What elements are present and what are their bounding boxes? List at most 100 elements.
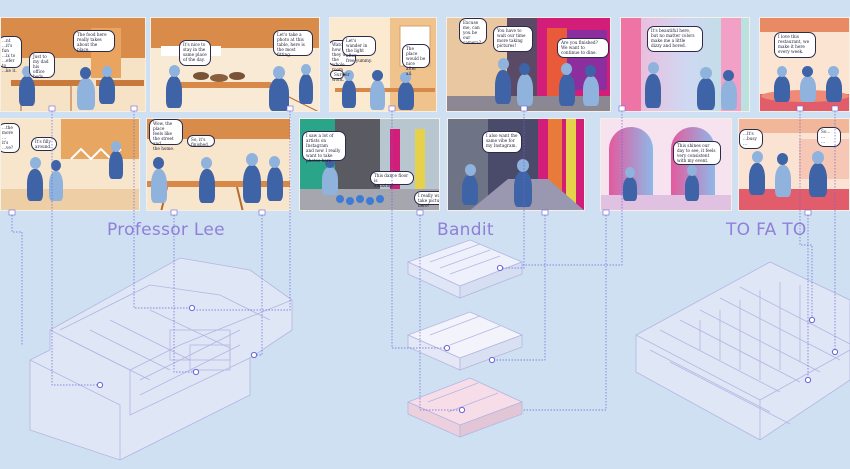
marker-dot	[96, 381, 104, 389]
speech-bubble: ...nt ...it's fun ...ix to ...efer to ..…	[1, 36, 22, 73]
person-head	[723, 70, 734, 81]
person-head	[828, 66, 839, 77]
comic-panel-6: I love this restaurant, we make it here …	[759, 17, 850, 112]
panel-tag	[602, 209, 610, 216]
person-figure	[775, 165, 791, 197]
marker-dot	[496, 264, 504, 272]
comic-panel-8: Wow, the place feels like the street and…	[146, 118, 291, 211]
speech-bubble: It's nice to stay in the same place of t…	[179, 40, 211, 66]
person-head	[465, 164, 476, 176]
person-figure	[800, 76, 816, 102]
speech-bubble: I love this restaurant, we make it here …	[774, 32, 816, 58]
person-head	[269, 156, 280, 168]
panel-tag	[388, 105, 396, 112]
axon-professor-lee	[29, 257, 293, 461]
person-figure	[49, 171, 63, 201]
panel-tag	[48, 105, 56, 112]
marker-dot	[188, 304, 196, 312]
person-head	[648, 62, 659, 74]
site-title-professor-lee: Professor Lee	[107, 220, 225, 240]
comic-panel-10: I also want the same vibe for my Instagr…	[447, 118, 585, 211]
panel-tag	[258, 209, 266, 216]
person-head	[372, 70, 383, 81]
axon-bandit	[406, 239, 524, 438]
person-head	[517, 159, 529, 172]
marker-dot	[443, 344, 451, 352]
speech-bubble: Are you finished? We want to continue to…	[557, 38, 609, 58]
person-figure	[269, 78, 289, 111]
person-head	[273, 66, 285, 79]
leader-markers	[96, 264, 839, 414]
comic-panel-5: It's beautiful here, but no matter color…	[620, 17, 750, 112]
speech-bubble: Sure!	[330, 70, 346, 79]
person-head	[585, 65, 596, 77]
person-figure	[721, 80, 737, 110]
marker-dot	[488, 356, 496, 364]
person-head	[777, 153, 788, 165]
person-figure	[199, 169, 215, 203]
marker-dot	[808, 316, 816, 324]
person-head	[344, 70, 354, 81]
person-figure	[514, 171, 532, 207]
speech-bubble: You have to wait our time more taking pi…	[493, 26, 533, 52]
person-head	[30, 157, 41, 169]
person-figure	[645, 74, 661, 108]
panel-tags	[8, 105, 839, 216]
panel-tag	[170, 209, 178, 216]
person-head	[246, 153, 258, 166]
person-figure	[99, 76, 115, 104]
person-figure	[243, 165, 261, 203]
person-figure	[166, 76, 182, 108]
speech-bubble: ...the more ... it's ...ve?	[1, 123, 20, 153]
speech-bubble: It's filly around.	[31, 137, 57, 151]
person-head	[561, 63, 572, 75]
person-figure	[749, 163, 765, 195]
person-head	[325, 157, 335, 168]
person-head	[777, 66, 787, 77]
person-head	[802, 66, 813, 77]
speech-bubble: Let's take a photo at this table, here i…	[273, 30, 313, 57]
person-figure	[826, 76, 842, 102]
person-head	[498, 58, 509, 70]
speech-bubble: I really want to take pictures here!	[414, 191, 439, 208]
speech-bubble: Wow, the place feels like the street and…	[149, 119, 183, 151]
person-head	[169, 65, 180, 77]
comic-panel-3: Watch how they use the whole room for th…	[329, 17, 437, 112]
person-figure	[19, 76, 35, 106]
panel-tag	[130, 105, 138, 112]
marker-dot	[250, 351, 258, 359]
person-figure	[322, 167, 338, 195]
speech-bubble: Let's wander in the light after free yum…	[342, 36, 376, 63]
person-head	[153, 157, 164, 169]
person-figure	[697, 78, 715, 110]
axon-to-fa-to	[635, 261, 850, 441]
person-figure	[685, 175, 699, 201]
panel-tag	[831, 105, 839, 112]
comic-panel-4: Excuse me, can you be our camera? You ha…	[446, 17, 611, 112]
site-title-bandit: Bandit	[437, 220, 494, 240]
marker-dot	[192, 368, 200, 376]
panel-tag	[416, 209, 424, 216]
speech-bubble: The place would be nice after all.	[402, 44, 430, 76]
speech-bubble: ...It's ...busy ...	[739, 129, 763, 149]
person-figure	[151, 169, 167, 203]
comic-panel-2: It's nice to stay in the same place of t…	[150, 17, 320, 112]
marker-dot	[831, 348, 839, 356]
person-head	[80, 67, 91, 79]
person-figure	[495, 70, 511, 104]
speech-bubble: It's beautiful here, but no matter color…	[647, 26, 703, 52]
speech-bubble: I saw a lot of artists on Instagram and …	[302, 131, 346, 163]
speech-bubble: This shines our day to see, it feels ver…	[673, 141, 721, 165]
marker-dot	[804, 376, 812, 384]
comic-panel-7: ...the more ... it's ...ve? It's filly a…	[0, 118, 140, 211]
speech-bubble: Excuse me, can you be our camera?	[459, 18, 487, 45]
panel-tag	[541, 209, 549, 216]
person-figure	[370, 80, 385, 110]
comic-panel-12: ...It's ...busy ... So... ... ...	[738, 118, 850, 211]
comic-panel-9: I saw a lot of artists on Instagram and …	[299, 118, 440, 211]
person-figure	[774, 76, 790, 102]
person-figure	[809, 163, 827, 197]
person-head	[687, 165, 697, 176]
person-figure	[398, 82, 414, 110]
